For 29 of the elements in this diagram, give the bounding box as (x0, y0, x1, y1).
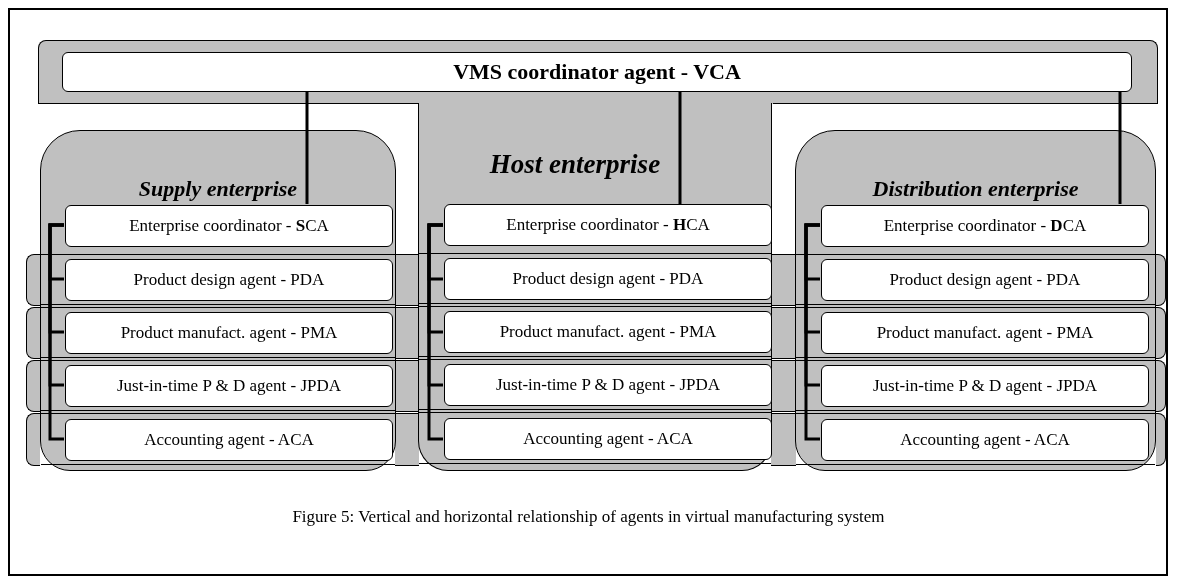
connector-line (48, 223, 64, 441)
agent-box: Enterprise coordinator - DCA (821, 205, 1149, 247)
connector-line (1118, 92, 1122, 204)
connector-line (305, 92, 309, 204)
connector-line (427, 223, 443, 441)
agent-box: Accounting agent - ACA (65, 419, 393, 461)
enterprise-panel (40, 130, 396, 471)
agent-box: Product design agent - PDA (821, 259, 1149, 301)
agent-box: Just-in-time P & D agent - JPDA (444, 364, 772, 406)
connector-line (678, 92, 682, 204)
agent-box: Product manufact. agent - PMA (65, 312, 393, 354)
agent-box: Product design agent - PDA (65, 259, 393, 301)
agent-box: Enterprise coordinator - HCA (444, 204, 772, 246)
panel-heading: Supply enterprise (137, 176, 299, 202)
agent-box: Product design agent - PDA (444, 258, 772, 300)
connector-line (804, 223, 820, 441)
panel-heading: Host enterprise (488, 149, 662, 180)
agent-box: Product manufact. agent - PMA (444, 311, 772, 353)
agent-box: Accounting agent - ACA (444, 418, 772, 460)
agent-box: Accounting agent - ACA (821, 419, 1149, 461)
agent-box: Product manufact. agent - PMA (821, 312, 1149, 354)
agent-box: Enterprise coordinator - SCA (65, 205, 393, 247)
figure-caption: Figure 5: Vertical and horizontal relationship of agents in virtual manufacturing system (291, 507, 886, 527)
agent-box: Just-in-time P & D agent - JPDA (65, 365, 393, 407)
enterprise-panel (418, 103, 772, 471)
panel-heading: Distribution enterprise (871, 176, 1080, 202)
agent-box: Just-in-time P & D agent - JPDA (821, 365, 1149, 407)
enterprise-panel (795, 130, 1156, 471)
coordinator-box: VMS coordinator agent - VCA (62, 52, 1132, 92)
